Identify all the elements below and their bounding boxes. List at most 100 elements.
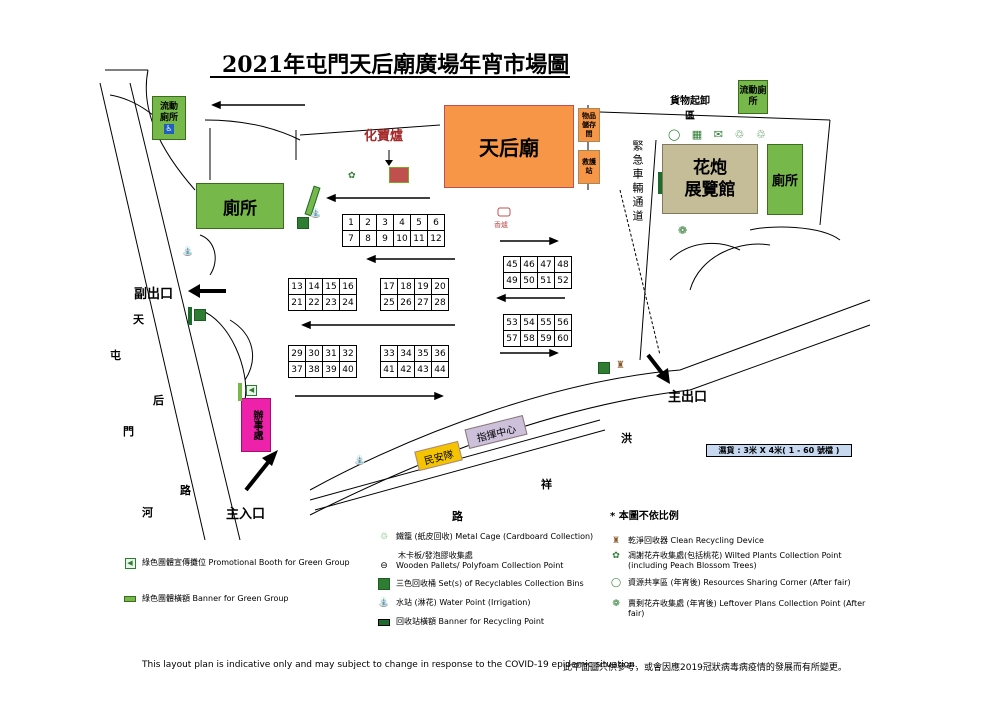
stall-cell: 18 (397, 278, 415, 295)
main-exit-label: 主出口 (668, 390, 708, 405)
wilted-plant-icon: ✿ (348, 171, 356, 181)
main-entrance-label: 主入口 (226, 507, 266, 522)
legend-wilted-text1: 凋謝花卉收集處(包括桃花) Wilted Plants Collection P… (628, 551, 842, 560)
stall-cell: 2 (359, 214, 377, 231)
fireworks-line1: 花炮 (693, 158, 727, 178)
stall-cell: 39 (322, 361, 340, 378)
road-char-8: 祥 (541, 478, 552, 491)
legend-banner-green: 綠色團體橫額 Banner for Green Group (124, 594, 289, 604)
stall-cell: 1 (342, 214, 360, 231)
stall-cell: 47 (537, 256, 555, 273)
stall-cell: 44 (431, 361, 449, 378)
side-exit-label: 副出口 (134, 287, 174, 302)
incense-burner-icon (497, 207, 511, 217)
recycling-banner (188, 307, 192, 325)
road-char-4: 天 (133, 313, 144, 326)
clean-device-icon: ♜ (616, 360, 625, 371)
stall-cell: 30 (305, 345, 323, 362)
stall-cell: 7 (342, 230, 360, 247)
stall-cell: 32 (339, 345, 357, 362)
stall-cell: 14 (305, 278, 323, 295)
stall-cell: 56 (554, 314, 572, 331)
stall-cell: 55 (537, 314, 555, 331)
stall-cell: 35 (414, 345, 432, 362)
stall-size-note: 濕貨 : 3米 X 4米( 1 - 60 號檔 ) (706, 444, 852, 457)
legend-clean-device-text: 乾淨回收器 Clean Recycling Device (628, 536, 764, 545)
storage-room: 物品儲存間 (578, 108, 600, 142)
stall-cell: 23 (322, 294, 340, 311)
stall-cell: 58 (520, 330, 538, 347)
banner-icon (378, 618, 390, 626)
fireworks-exhibition-hall: 花炮 展覽館 (662, 144, 758, 214)
legend-leftover-text2: fair) (628, 609, 645, 618)
stall-cell: 21 (288, 294, 306, 311)
page-title: 2021年屯門天后廟廣場年宵市場圖 (222, 52, 570, 78)
stall-cell: 25 (380, 294, 398, 311)
water-icon: ⛲ (310, 209, 322, 219)
leftover-icon: ❁ (612, 599, 620, 609)
stall-cell: 8 (359, 230, 377, 247)
leftover-icon: ❁ (678, 224, 688, 237)
accessible-icon: ♿ (164, 124, 174, 134)
legend-wilted: ✿ 凋謝花卉收集處(包括桃花) Wilted Plants Collection… (610, 551, 842, 571)
stall-cell: 34 (397, 345, 415, 362)
stall-cell: 19 (414, 278, 432, 295)
legend-leftover: ❁ 賣剩花卉收集處 (年宵後) Leftover Plans Collectio… (610, 599, 865, 619)
road-char-7: 洪 (621, 432, 632, 445)
stall-cell: 33 (380, 345, 398, 362)
stall-cell: 46 (520, 256, 538, 273)
management-office: 辦事處 (241, 398, 271, 452)
recycle-point-icons: ◯ ▦ ✉ ♲ ♲ (668, 128, 770, 141)
legend-banner-recycle: 回收站橫額 Banner for Recycling Point (378, 617, 544, 627)
recycle-icon: ♲ (379, 532, 389, 542)
first-aid-station: 救護站 (578, 150, 600, 184)
stall-cell: 31 (322, 345, 340, 362)
legend-pallets-text1: 木卡板/發泡膠收集處 (398, 551, 473, 560)
water-icon: ⛲ (182, 247, 194, 257)
incense-burner-label: 香爐 (494, 221, 508, 229)
legend-water: ⛲ 水站 (淋花) Water Point (Irrigation) (378, 598, 530, 608)
bins-icon (297, 217, 309, 229)
stall-cell: 57 (503, 330, 521, 347)
legend-metal-cage-text: 鐵籠 (紙皮回收) Metal Cage (Cardboard Collecti… (396, 532, 594, 541)
road-char-9: 路 (452, 510, 463, 523)
pallet-icon: ⊖ (380, 561, 388, 571)
road-char-6: 路 (180, 484, 191, 497)
stall-cell: 12 (427, 230, 445, 247)
stall-cell: 36 (431, 345, 449, 362)
toilet-left: 廁所 (196, 183, 284, 229)
stall-cell: 43 (414, 361, 432, 378)
incense-furnace (389, 167, 409, 183)
bins-icon (378, 578, 390, 590)
wilted-plant-icon: ✿ (612, 551, 620, 561)
stall-cell: 28 (431, 294, 449, 311)
legend-metal-cage: ♲ 鐵籠 (紙皮回收) Metal Cage (Cardboard Collec… (378, 532, 593, 542)
mobile-toilet-left-label: 流動廁所 (159, 102, 178, 123)
stall-cell: 38 (305, 361, 323, 378)
booth-icon: ◀ (124, 557, 136, 569)
toilet-right: 廁所 (767, 144, 803, 215)
stall-cell: 20 (431, 278, 449, 295)
stall-cell: 15 (322, 278, 340, 295)
stall-cell: 37 (288, 361, 306, 378)
legend-banner-recycle-text: 回收站橫額 Banner for Recycling Point (396, 617, 545, 626)
stall-cell: 49 (503, 272, 521, 289)
legend-bins-text: 三色回收桶 Set(s) of Recyclables Collection B… (396, 579, 584, 588)
stall-cell: 3 (376, 214, 394, 231)
stall-cell: 41 (380, 361, 398, 378)
stall-cell: 50 (520, 272, 538, 289)
